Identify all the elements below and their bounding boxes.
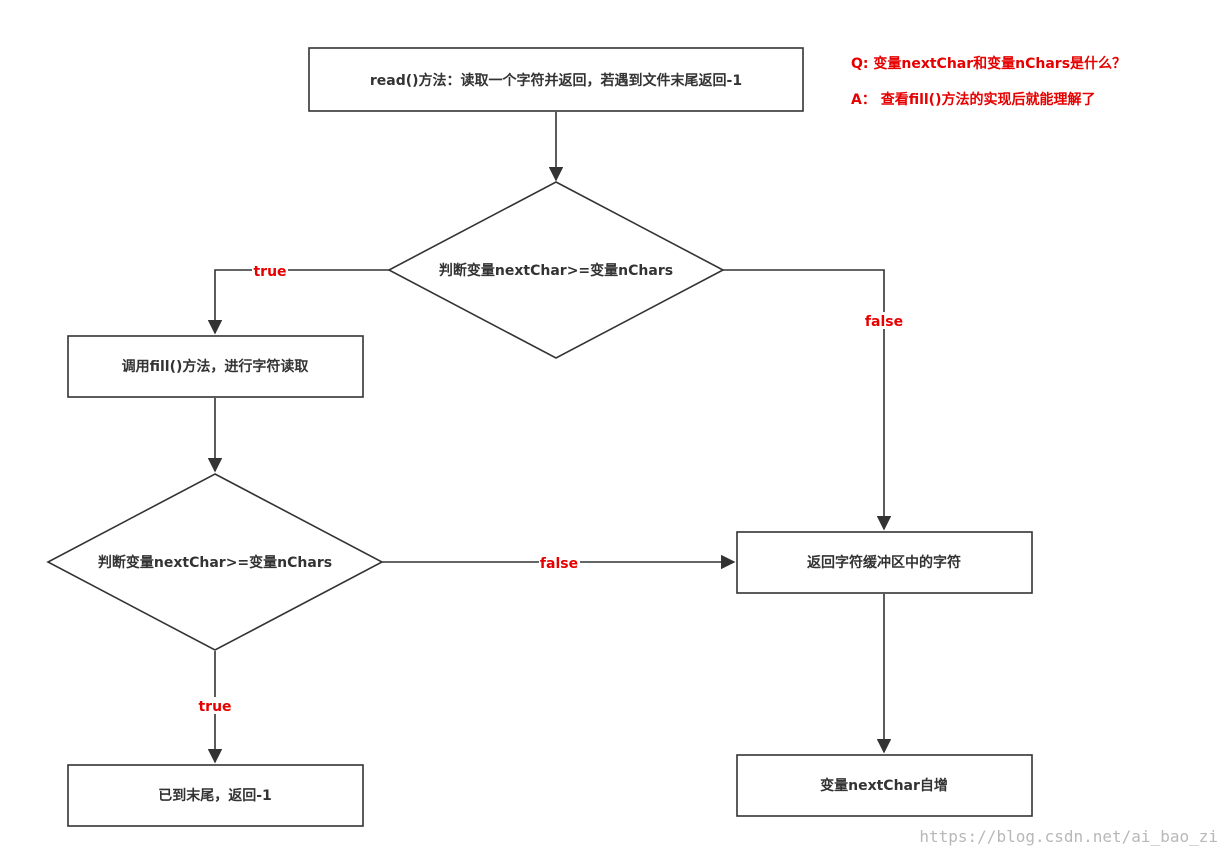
edge-check1-true [207, 269, 389, 335]
qa-question: Q: 变量nextChar和变量nChars是什么？ [851, 55, 1126, 72]
node-increment: 变量nextChar自增 [736, 754, 1033, 817]
qa-answer: A： 查看fill()方法的实现后就能理解了 [851, 91, 1095, 108]
node-check-2: 判断变量nextChar>=变量nChars [46, 473, 384, 651]
node-call-fill: 调用fill()方法，进行字符读取 [67, 335, 364, 398]
qa-note: Q: 变量nextChar和变量nChars是什么？ A： 查看fill()方法… [851, 55, 1126, 108]
edge-label-check2-false: false [540, 556, 578, 572]
node-call-fill-label: 调用fill()方法，进行字符读取 [122, 358, 310, 375]
node-check-1: 判断变量nextChar>=变量nChars [387, 181, 725, 359]
node-read-method-label: read()方法：读取一个字符并返回，若遇到文件末尾返回-1 [370, 72, 742, 89]
edge-check1-false [723, 269, 892, 531]
edge-label-check1-false: false [865, 314, 903, 330]
node-return-char: 返回字符缓冲区中的字符 [736, 531, 1033, 594]
node-read-method: read()方法：读取一个字符并返回，若遇到文件末尾返回-1 [308, 47, 804, 112]
watermark: https://blog.csdn.net/ai_bao_zi [919, 827, 1218, 846]
edge-labels: true false false true [197, 262, 905, 715]
node-check-2-label: 判断变量nextChar>=变量nChars [98, 554, 332, 571]
node-end-of-file: 已到末尾，返回-1 [67, 764, 364, 827]
node-check-1-label: 判断变量nextChar>=变量nChars [439, 262, 673, 279]
node-end-of-file-label: 已到末尾，返回-1 [158, 787, 272, 804]
node-return-char-label: 返回字符缓冲区中的字符 [807, 554, 961, 571]
edge-label-check1-true: true [253, 264, 286, 280]
edge-label-check2-true: true [198, 699, 231, 715]
node-increment-label: 变量nextChar自增 [820, 777, 948, 794]
